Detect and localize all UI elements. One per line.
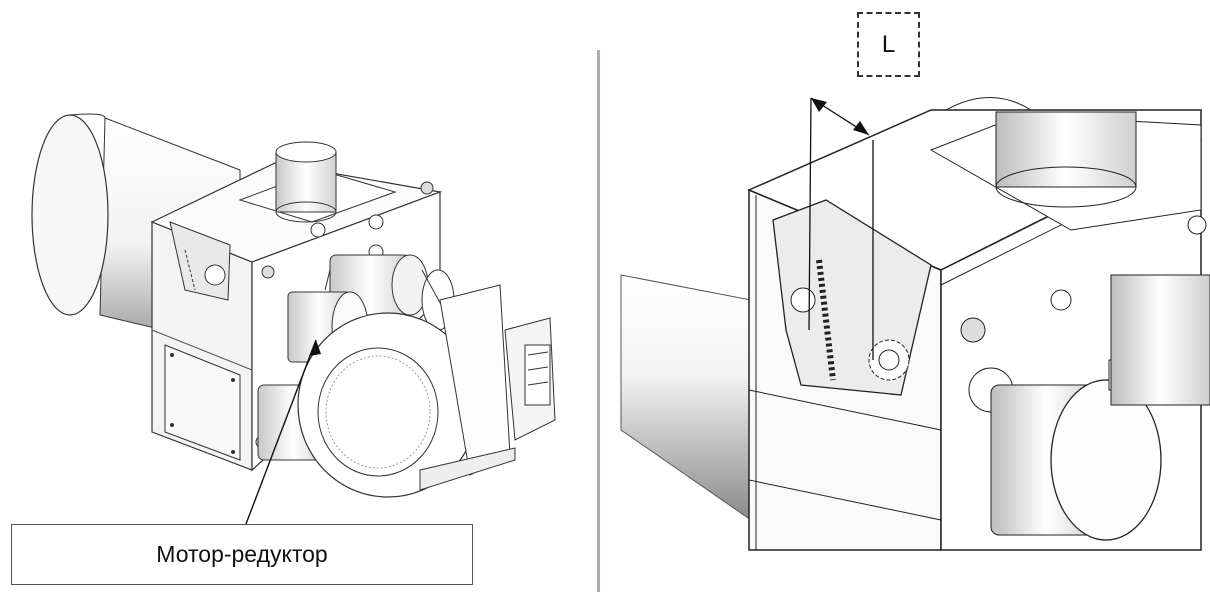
burner-overview-panel bbox=[0, 0, 598, 591]
leader-line bbox=[245, 339, 317, 525]
detail-fan-motor bbox=[1110, 274, 1210, 406]
detail-view-panel bbox=[601, 0, 1210, 591]
leader-arrowhead bbox=[309, 340, 321, 356]
view-label-text: L bbox=[881, 30, 896, 58]
fan-volute bbox=[257, 312, 479, 498]
burner-overview-drawing bbox=[31, 113, 556, 525]
adjustment-dial bbox=[772, 199, 932, 396]
gear-motor-caption: Мотор-редуктор bbox=[11, 524, 473, 585]
measurement-arrows bbox=[808, 97, 874, 360]
panel-divider bbox=[597, 50, 600, 592]
detail-tube bbox=[620, 274, 752, 521]
view-label-box: L bbox=[857, 12, 920, 77]
mount-hole bbox=[1050, 289, 1072, 311]
bolt bbox=[960, 317, 986, 343]
detail-gear-motor bbox=[990, 359, 1162, 541]
mount-hole bbox=[1187, 215, 1207, 235]
detail-air-inlet bbox=[929, 97, 1202, 231]
gear-motor-caption-text: Мотор-редуктор bbox=[156, 541, 328, 567]
air-inlet-pipe bbox=[238, 141, 397, 223]
detail-view-drawing bbox=[620, 97, 1210, 551]
control-board bbox=[419, 284, 556, 491]
